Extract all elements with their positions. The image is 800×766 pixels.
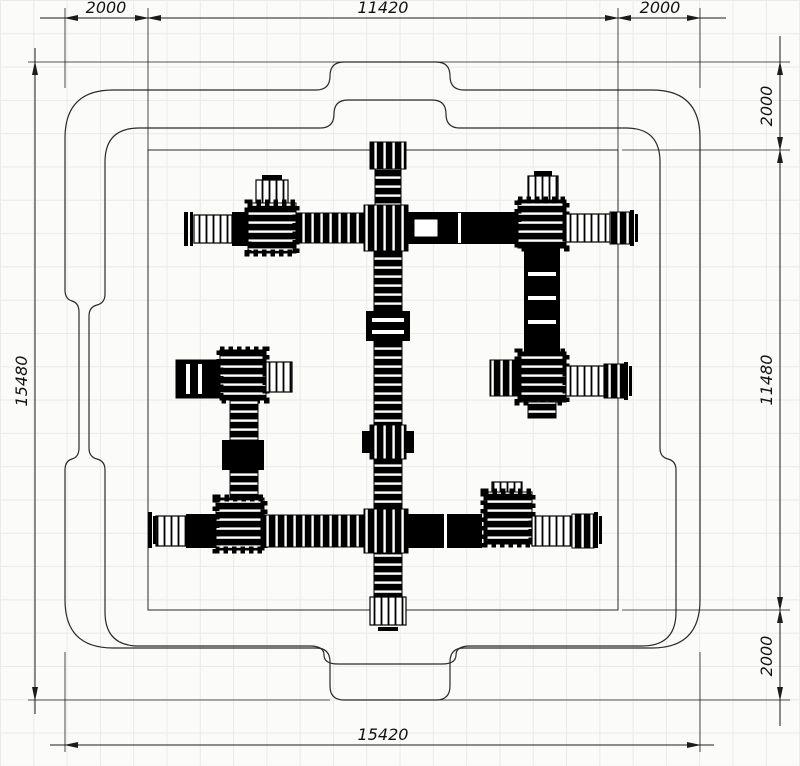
right-column bbox=[524, 248, 560, 352]
dim-label-top-center: 11420 bbox=[358, 0, 409, 17]
right-dimension: 2000 11480 2000 bbox=[757, 36, 783, 726]
dim-label-bottom: 15420 bbox=[358, 725, 409, 744]
climb-tower-d bbox=[219, 349, 267, 401]
climb-tower-a bbox=[247, 202, 297, 254]
dim-label-top-left: 2000 bbox=[86, 0, 127, 17]
climb-tower-c bbox=[517, 351, 567, 403]
equipment-plan bbox=[148, 141, 638, 631]
climb-tower-b bbox=[517, 199, 567, 249]
bottom-tail bbox=[369, 552, 407, 631]
right-mid-cluster bbox=[489, 348, 632, 419]
dim-label-top-right: 2000 bbox=[640, 0, 681, 17]
climb-tower-e bbox=[215, 497, 265, 551]
center-column bbox=[362, 250, 414, 516]
inner-safety-contour bbox=[88, 99, 677, 665]
extension-lines bbox=[28, 8, 790, 752]
left-dimension: 15480 bbox=[12, 48, 38, 714]
left-mid-cluster bbox=[175, 346, 293, 404]
upper-bridge-row bbox=[184, 171, 638, 257]
left-column bbox=[222, 399, 264, 503]
bottom-bridge-row bbox=[148, 481, 602, 554]
dim-label-right-middle: 11480 bbox=[757, 355, 776, 406]
outer-safety-contour bbox=[64, 61, 701, 701]
top-dimension: 2000 11420 2000 bbox=[40, 0, 726, 21]
dim-label-left: 15480 bbox=[12, 356, 31, 407]
climb-tower-f bbox=[483, 491, 533, 545]
bottom-dimension: 15420 bbox=[50, 725, 714, 748]
top-tower bbox=[369, 141, 407, 214]
dim-label-right-bottom: 2000 bbox=[757, 636, 776, 677]
dim-label-right-top: 2000 bbox=[757, 86, 776, 127]
